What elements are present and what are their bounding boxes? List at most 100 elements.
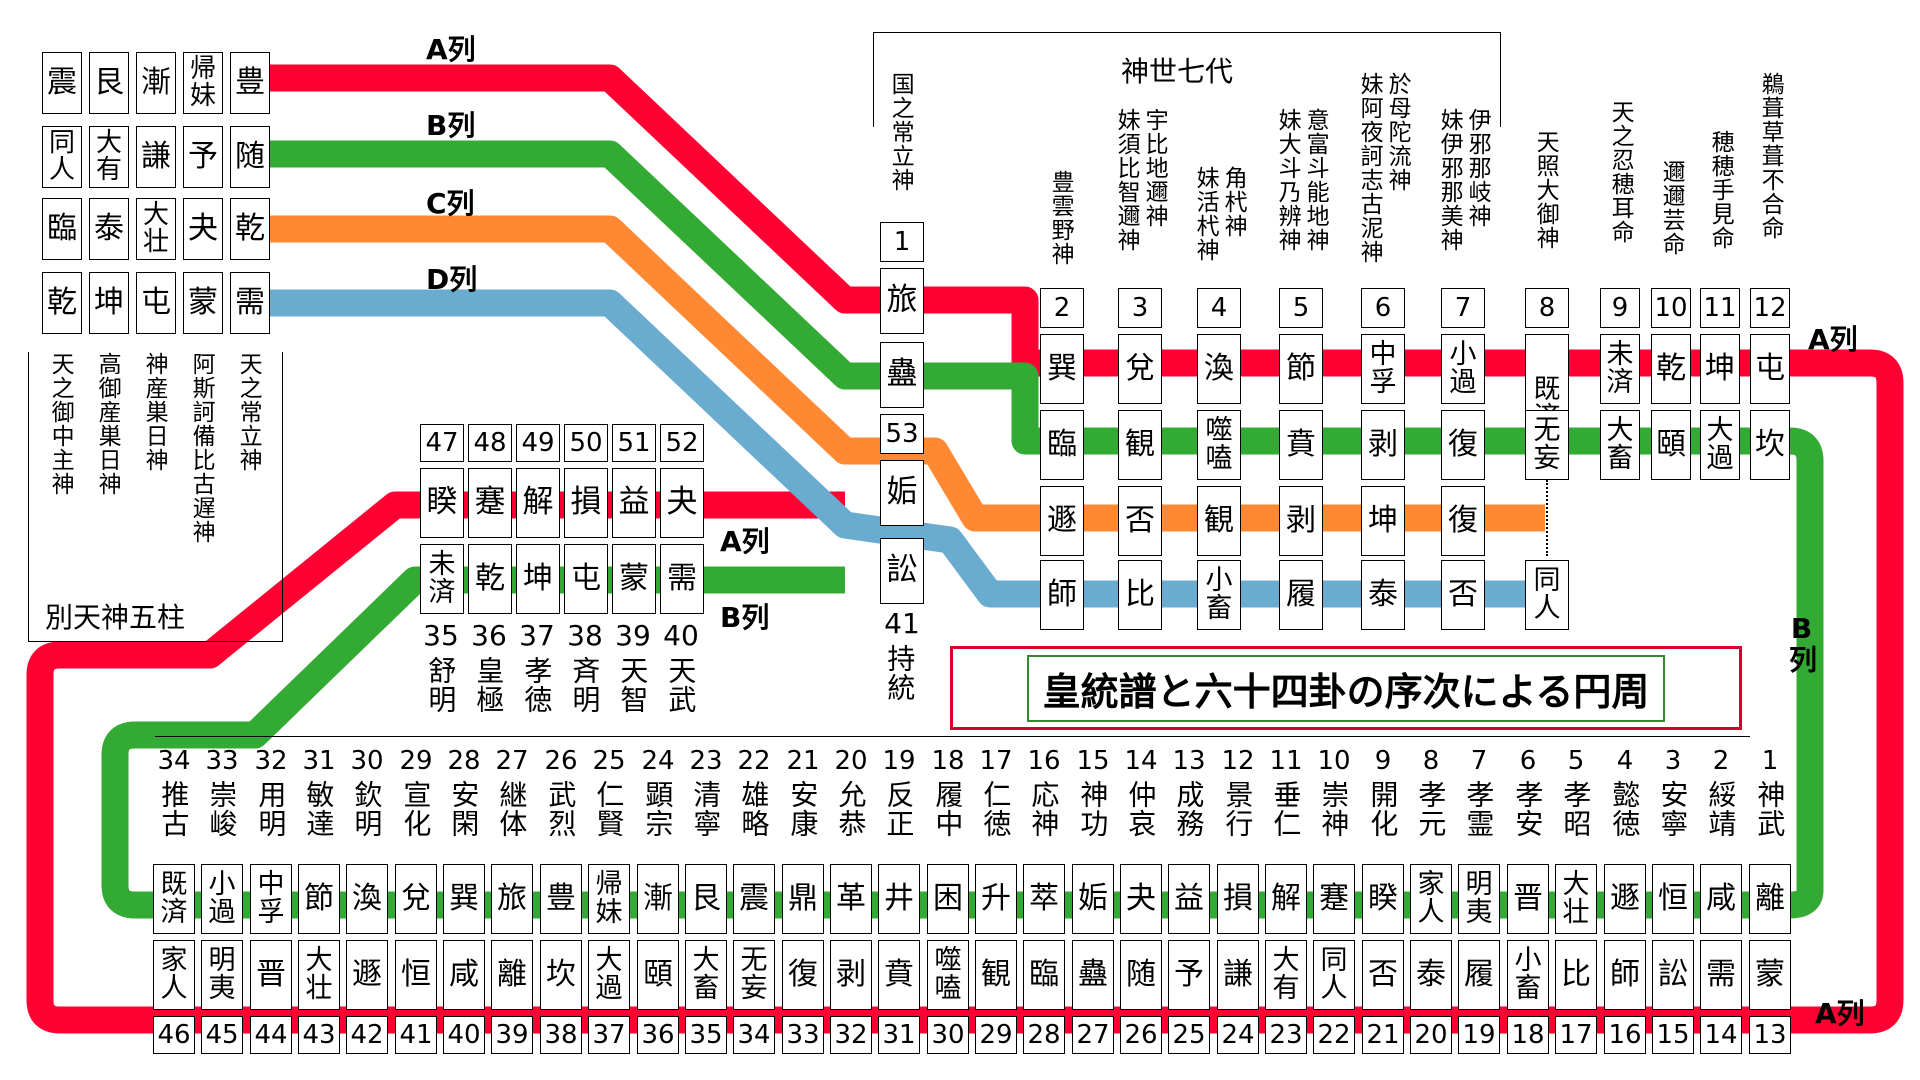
kamiyo-hexagram-box: 渙	[1197, 334, 1241, 404]
middle-hexagram-box-b: 需	[660, 544, 704, 614]
generation-number: 12	[1750, 288, 1790, 328]
emperor-name: 履中	[931, 780, 965, 838]
emperor-number-box: 16	[1604, 1016, 1646, 1054]
kamiyo-hexagram-box: 復	[1441, 410, 1485, 480]
bottom-hexagram-box-a: 恒	[395, 940, 437, 1010]
betsu-hexagram-box: 帰妹	[183, 52, 223, 114]
bottom-hexagram-box-b: 革	[830, 864, 872, 934]
emperor-number: 13	[1172, 746, 1206, 776]
betsu-hexagram-box: 大有	[89, 126, 129, 188]
betsu-hexagram-box: 臨	[42, 198, 82, 260]
emperor-name: 孝徳	[520, 656, 554, 714]
emperor-name: 宣化	[399, 780, 433, 838]
emperor-number: 35	[423, 619, 459, 652]
emperor-name: 持統	[883, 644, 917, 702]
bottom-hexagram-box-a: 訟	[1652, 940, 1694, 1010]
emperor-name: 孝元	[1414, 780, 1448, 838]
emperor-number-box: 42	[346, 1016, 388, 1054]
generation-number: 6	[1361, 288, 1405, 328]
emperor-number: 20	[834, 746, 868, 776]
emperor-number: 26	[544, 746, 578, 776]
bottom-hexagram-box-a: 随	[1120, 940, 1162, 1010]
emperor-number-box: 50	[564, 424, 608, 462]
bottom-hexagram-box-a: 比	[1555, 940, 1597, 1010]
betsu-hexagram-box: 随	[230, 126, 270, 188]
betsu-frame	[28, 352, 283, 642]
middle-hexagram-box-a: 睽	[420, 468, 464, 538]
bottom-hexagram-box-b: 兌	[395, 864, 437, 934]
emperor-number: 19	[882, 746, 916, 776]
emperor-number: 16	[1027, 746, 1061, 776]
middle-hexagram-box-b: 坤	[516, 544, 560, 614]
bottom-hexagram-box-b: 巽	[443, 864, 485, 934]
kamiyo-hexagram-box: 泰	[1361, 560, 1405, 630]
bottom-hexagram-box-a: 復	[782, 940, 824, 1010]
emperor-name: 安康	[786, 780, 820, 838]
bottom-hexagram-box-b: 困	[927, 864, 969, 934]
bottom-hexagram-box-a: 遯	[346, 940, 388, 1010]
bottom-hexagram-box-a: 大過	[588, 940, 630, 1010]
bottom-hexagram-box-a: 泰	[1410, 940, 1452, 1010]
betsu-hexagram-box: 泰	[89, 198, 129, 260]
betsu-hexagram-box: 蒙	[183, 272, 223, 334]
kamiyo-hexagram-box: 賁	[1279, 410, 1323, 480]
emperor-number-box: 31	[878, 1016, 920, 1054]
kamiyo-hexagram-box: 復	[1441, 486, 1485, 556]
bottom-divider	[155, 736, 1750, 737]
bottom-hexagram-box-a: 晋	[250, 940, 292, 1010]
emperor-name: 安寧	[1656, 780, 1690, 838]
bottom-hexagram-box-b: 萃	[1023, 864, 1065, 934]
diagram-title: 皇統譜と六十四卦の序次による円周	[1026, 654, 1666, 722]
bottom-hexagram-box-a: 蠱	[1072, 940, 1114, 1010]
betsu-hexagram-box: 予	[183, 126, 223, 188]
god-name: 意富斗能地神	[1302, 108, 1329, 252]
god-name: 於母陀流神	[1384, 72, 1411, 192]
bottom-hexagram-box-b: 益	[1168, 864, 1210, 934]
kamiyo-hexagram-box: 无妄	[1525, 410, 1569, 480]
kamiyo-hexagram-box: 観	[1118, 410, 1162, 480]
bottom-hexagram-box-b: 恒	[1652, 864, 1694, 934]
emperor-number-box: 28	[1023, 1016, 1065, 1054]
betsu-hexagram-box: 夬	[183, 198, 223, 260]
bottom-hexagram-box-b: 井	[878, 864, 920, 934]
series-label-a-mid: A列	[720, 525, 770, 558]
betsu-god-name: 阿斯訶備比古遅神	[188, 352, 215, 544]
series-label-a-bottom: A列	[1815, 997, 1865, 1030]
emperor-number-box: 35	[685, 1016, 727, 1054]
emperor-name: 皇極	[472, 656, 506, 714]
kamiyo-hexagram-box: 節	[1279, 334, 1323, 404]
emperor-number: 14	[1124, 746, 1158, 776]
bottom-hexagram-box-b: 小過	[201, 864, 243, 934]
emperor-name: 神武	[1753, 780, 1787, 838]
bottom-hexagram-box-b: 漸	[637, 864, 679, 934]
kamiyo-hexagram-box: 坎	[1750, 410, 1790, 480]
betsu-hexagram-box: 漸	[136, 52, 176, 114]
god-name: 天照大御神	[1532, 130, 1559, 250]
kamiyo-hexagram-box: 蠱	[880, 342, 924, 408]
emperor-number-box: 38	[540, 1016, 582, 1054]
betsu-hexagram-box: 同人	[42, 126, 82, 188]
emperor-name: 舒明	[424, 656, 458, 714]
bottom-hexagram-box-a: 无妄	[733, 940, 775, 1010]
bottom-hexagram-box-b: 損	[1217, 864, 1259, 934]
series-label-c: C列	[426, 187, 475, 220]
emperor-number: 12	[1221, 746, 1255, 776]
kamiyo-hexagram-box: 中孚	[1361, 334, 1405, 404]
emperor-number-box: 26	[1120, 1016, 1162, 1054]
emperor-number-box: 23	[1265, 1016, 1307, 1054]
kamiyo-hexagram-box: 否	[1118, 486, 1162, 556]
emperor-number: 32	[254, 746, 288, 776]
emperor-number-box: 51	[612, 424, 656, 462]
emperor-name: 仁徳	[979, 780, 1013, 838]
kamiyo-hexagram-box: 大畜	[1600, 410, 1640, 480]
betsu-hexagram-box: 豊	[230, 52, 270, 114]
emperor-number: 36	[471, 619, 507, 652]
emperor-name: 敏達	[302, 780, 336, 838]
emperor-number: 33	[205, 746, 239, 776]
emperor-number-box: 52	[660, 424, 704, 462]
bottom-hexagram-box-b: 遯	[1604, 864, 1646, 934]
kamiyo-hexagram-box: 遯	[1040, 486, 1084, 556]
bottom-hexagram-box-a: 離	[491, 940, 533, 1010]
bottom-hexagram-box-a: 履	[1458, 940, 1500, 1010]
emperor-name: 天武	[664, 656, 698, 714]
